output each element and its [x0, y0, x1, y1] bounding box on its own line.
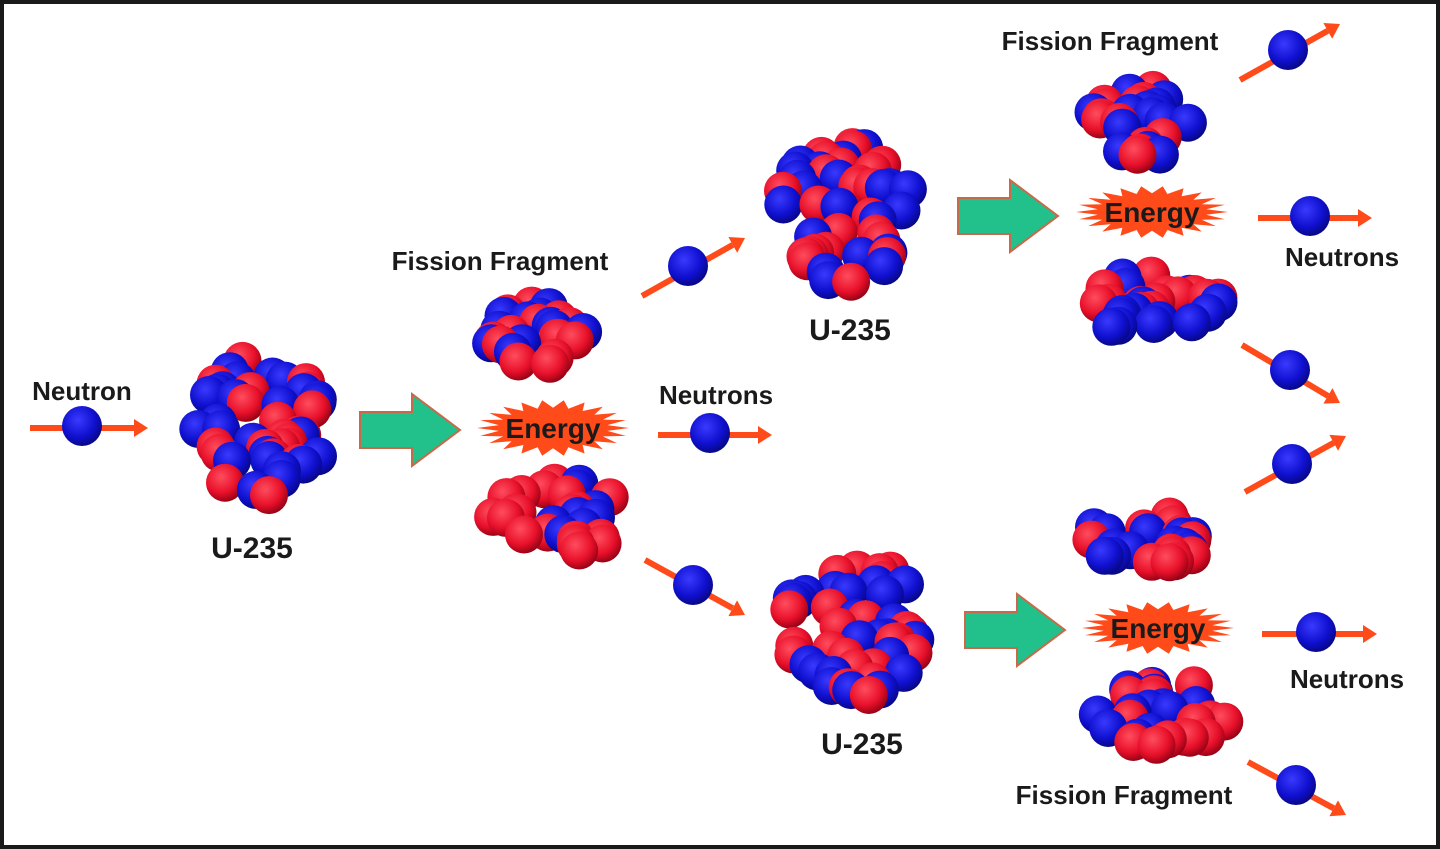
energy-burst-1: Energy: [477, 400, 629, 456]
green-arrow-shape: [359, 392, 462, 468]
energy-burst-2: Energy: [1076, 186, 1228, 238]
process-arrow-2: [957, 178, 1060, 254]
neutron-label: Neutron: [32, 376, 132, 406]
neutron-out-5: [1262, 612, 1377, 652]
energy-burst-shape: [1076, 186, 1228, 238]
arrow-head: [134, 419, 148, 437]
fission-fragment-left-bottom: [474, 463, 629, 570]
incoming-neutron: [30, 406, 148, 446]
green-arrow-shape: [957, 178, 1060, 254]
fission-fragment-label-2: Fission Fragment: [1002, 26, 1219, 56]
green-arrow-shape: [964, 592, 1067, 668]
neutron-ball: [1272, 444, 1312, 484]
proton-ball: [560, 531, 599, 570]
neutron-emitted-middle: [658, 413, 772, 453]
energy-label-3: Energy: [1111, 613, 1206, 644]
proton-ball: [849, 676, 888, 714]
process-arrow-3: [964, 592, 1067, 668]
neutron-out-2: [1258, 196, 1372, 236]
neutron-ball: [690, 413, 730, 453]
neutron-ball: [1290, 196, 1330, 236]
fission-fragment-upper-bottom: [1079, 256, 1238, 346]
nucleus-u235-initial: [179, 341, 337, 515]
proton-ball: [1118, 135, 1157, 174]
proton-ball: [505, 515, 543, 554]
proton-ball: [1150, 543, 1189, 582]
neutron-out-6: [1246, 759, 1346, 817]
neutron-ball: [1092, 307, 1131, 346]
neutron-ball: [62, 406, 102, 446]
neutron-out-1: [1238, 23, 1340, 83]
neutron-ball: [1296, 612, 1336, 652]
arrow-head: [1323, 388, 1340, 404]
proton-ball: [1137, 725, 1176, 764]
fission-fragment-lower-top: [1072, 497, 1212, 582]
arrow-head: [758, 426, 772, 444]
neutron-ball: [865, 247, 904, 286]
arrow-head: [1363, 625, 1377, 643]
neutrons-label-2: Neutrons: [1285, 242, 1399, 272]
neutrons-label-1: Neutrons: [659, 380, 773, 410]
arrow-head: [1329, 434, 1346, 451]
fission-fragment-lower-bottom: [1078, 666, 1244, 764]
proton-ball: [499, 342, 538, 381]
neutron-ball: [764, 185, 803, 224]
neutron-ball: [1270, 350, 1310, 390]
arrow-head: [728, 237, 745, 253]
proton-ball: [250, 476, 288, 515]
energy-label-1: Energy: [506, 413, 601, 444]
fission-fragment-label-3: Fission Fragment: [1016, 780, 1233, 810]
arrow-head: [1323, 23, 1340, 39]
neutron-ball: [1268, 30, 1308, 70]
proton-ball: [832, 262, 871, 301]
proton-ball: [226, 383, 265, 422]
neutron-ball: [668, 246, 708, 286]
energy-burst-shape: [1082, 602, 1234, 654]
neutron-out-4: [1243, 434, 1346, 495]
nucleus-u235-lower: [770, 550, 935, 714]
u235-label-upper: U-235: [809, 314, 891, 347]
neutron-ball: [1134, 305, 1173, 343]
energy-burst-3: Energy: [1082, 602, 1234, 654]
fission-fragment-left-top: [472, 286, 603, 383]
neutron-to-lower-u235: [643, 557, 745, 617]
fission-fragment-upper-top: [1074, 70, 1207, 174]
fission-chain-svg: Energy Energy Energy Neutron U-235 Fissi…: [30, 23, 1404, 817]
u235-label-initial: U-235: [211, 532, 293, 565]
neutron-ball: [1276, 765, 1316, 805]
neutron-ball: [1172, 303, 1211, 342]
fission-fragment-label-1: Fission Fragment: [392, 246, 609, 276]
neutron-to-upper-u235: [640, 237, 745, 299]
energy-burst-shape: [477, 400, 629, 456]
energy-label-2: Energy: [1105, 197, 1200, 228]
proton-ball: [770, 590, 809, 629]
arrow-head: [1358, 209, 1372, 227]
neutron-ball: [1085, 536, 1124, 575]
neutron-ball: [673, 565, 713, 605]
proton-ball: [206, 463, 244, 502]
u235-label-lower: U-235: [821, 728, 903, 761]
arrow-head: [728, 600, 745, 617]
neutron-out-3: [1240, 342, 1340, 404]
neutrons-label-3: Neutrons: [1290, 664, 1404, 694]
proton-ball: [531, 344, 569, 383]
arrow-head: [1329, 800, 1346, 817]
nucleus-u235-upper: [764, 128, 927, 301]
process-arrow-1: [359, 392, 462, 468]
